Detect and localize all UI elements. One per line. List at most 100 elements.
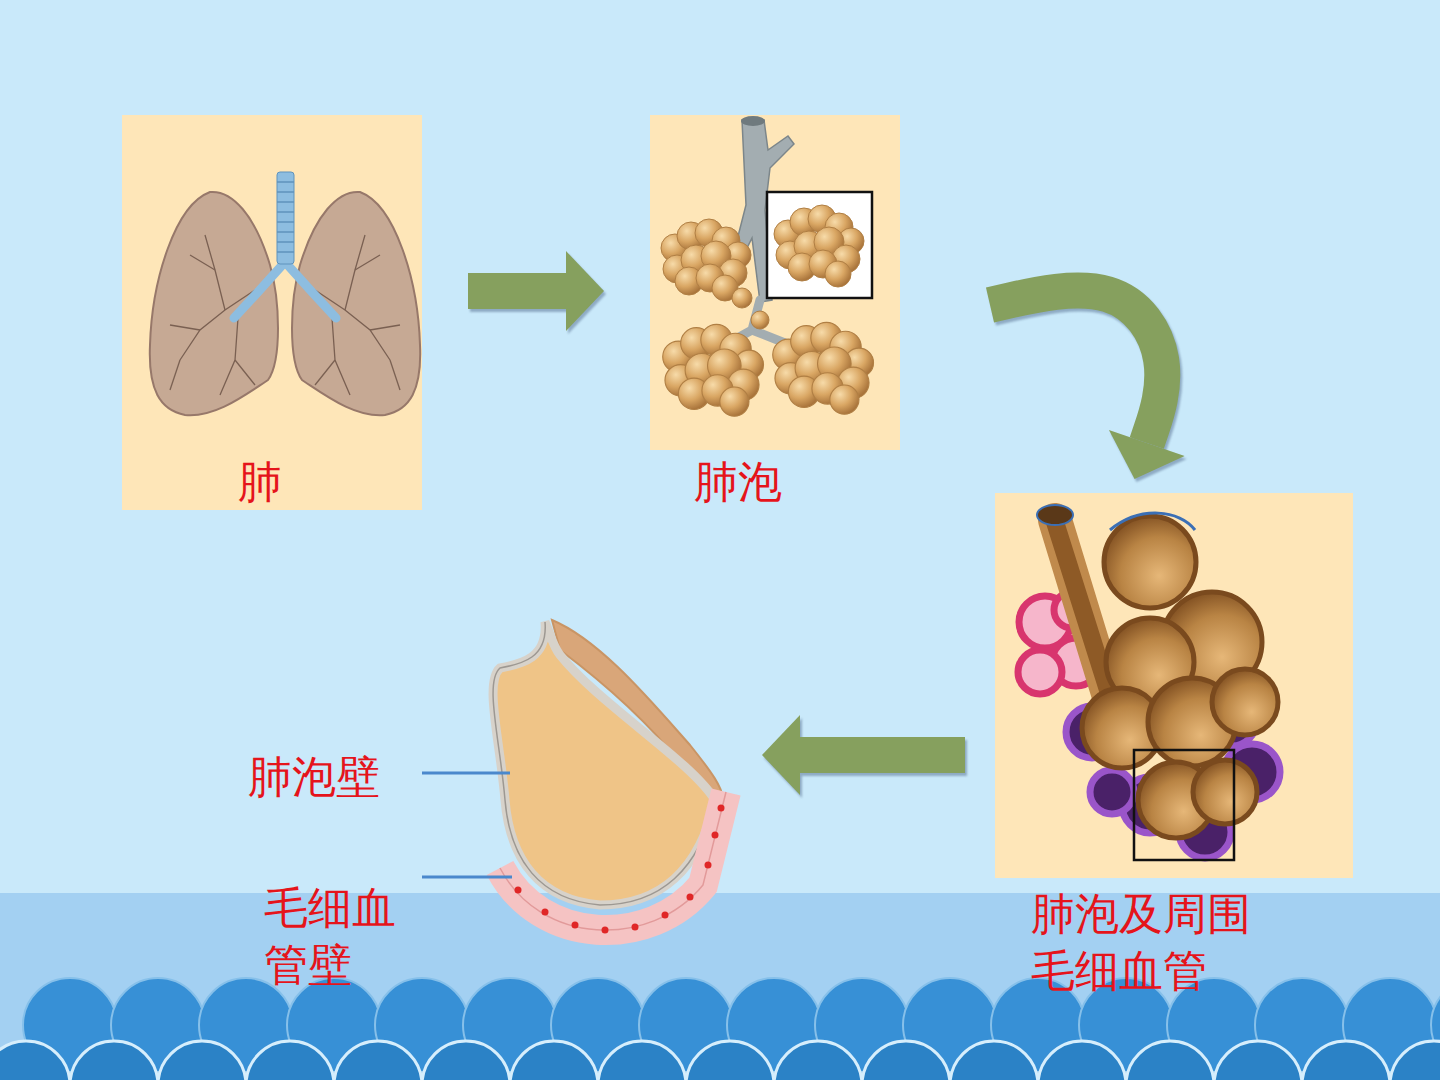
lung-illustration [277,181,294,183]
alveolus-section-illustration [572,922,579,929]
scallop-lower-row [422,1041,510,1080]
alveolus-section-illustration [662,912,669,919]
alveolus-section-illustration [500,792,726,930]
part-label: 毛细血 管壁 [264,879,414,993]
lung-illustration [370,325,400,330]
scallop-lower-row [1302,1041,1390,1080]
lung-illustration [315,360,335,385]
lung-illustration [150,172,420,415]
scallop-lower-row [246,1041,334,1080]
flow-arrow [468,273,566,309]
alveolar-sac-illustration [1212,669,1278,735]
leader-line [422,876,512,879]
alveolus-section-illustration [687,894,694,901]
lung-illustration [277,231,294,233]
leader-line [422,772,510,775]
alveolar-sac-illustration [1055,520,1110,700]
flow-arrow [800,737,965,773]
scallop-lower-row [70,1041,158,1080]
scallop-lower-row [1126,1041,1214,1080]
lung-illustration [355,255,380,270]
alveoli-illustration [767,192,872,298]
part-label: 肺泡壁 [248,748,408,805]
scallop-lower-row [510,1041,598,1080]
alveolus-section-illustration [493,622,715,905]
alveolar-sac-illustration [1110,513,1195,530]
lung-illustration [277,251,294,253]
alveolar-sac-illustration [1090,770,1134,814]
lung-illustration [315,290,390,360]
alveolus-section-illustration [632,924,639,931]
panel-ground [122,115,422,510]
panel-caption: 肺泡及周围 毛细血管 [1031,885,1281,999]
alveolus-section-illustration [515,805,725,934]
lung-illustration [277,241,294,243]
scallop-lower-row [1214,1041,1302,1080]
alveolar-sac-illustration [1104,516,1196,608]
alveoli-illustration [661,116,874,416]
flow-arrow [990,290,1162,443]
scallop-lower-row [950,1041,1038,1080]
panel-ground [995,493,1353,878]
lung-illustration [345,235,365,310]
scallop-lower-row [686,1041,774,1080]
alveolar-sac-illustration [1018,650,1062,694]
alveolus-section-illustration [602,927,609,934]
scallop-lower-row [0,1041,1440,1080]
alveolus-section-illustration [515,887,522,894]
alveolus-section-illustration [542,909,549,916]
scallop-lower-row [0,1041,70,1080]
alveoli-illustration [732,288,752,308]
lung-illustration [277,191,294,193]
alveolus-section-illustration [705,862,712,869]
lung-illustration [190,255,215,270]
alveoli-illustration [767,192,872,298]
alveolar-sac-illustration [1193,760,1257,824]
scallop-lower-row [598,1041,686,1080]
lung-illustration [277,201,294,203]
lung-illustration [292,192,420,415]
alveolar-sac-illustration [1134,750,1234,860]
alveoli-illustration [741,116,765,126]
scallop-lower-row [158,1041,246,1080]
lung-illustration [205,235,225,310]
lung-illustration [390,360,400,390]
lung-illustration [170,360,180,390]
lung-illustration [180,290,255,360]
alveolus-section-illustration [493,622,715,905]
alveolus-section-illustration [718,805,725,812]
alveoli-illustration [774,205,864,287]
panel-ground [650,115,900,450]
scallop-lower-row [334,1041,422,1080]
alveolus-section: 肺泡壁毛细血 管壁 [240,610,750,998]
alveoli-panel: 肺泡 [650,115,900,515]
lung-illustration [234,262,285,318]
panel-caption: 肺泡 [694,453,824,510]
lung-illustration [277,211,294,213]
panel-caption: 肺 [238,453,318,510]
scallop-lower-row [774,1041,862,1080]
lung-illustration [170,325,200,330]
alveoli-illustration [773,322,874,414]
lung-illustration [220,318,238,395]
leader-line [422,773,512,877]
lung-illustration [332,318,350,395]
alveoli-capillary-panel: 肺泡及周围 毛细血管 [995,493,1353,1011]
alveoli-illustration [663,324,764,416]
lung-illustration [277,172,294,264]
alveolar-sac-illustration [1055,522,1108,690]
alveolar-sac-illustration [1082,516,1278,838]
alveolar-sac-illustration [1018,505,1280,860]
alveolus-section-illustration [500,792,726,930]
scallop-lower-row [1390,1041,1440,1080]
alveolus-section-illustration [712,832,719,839]
alveolus-section-illustration [493,620,726,934]
alveolar-sac-illustration [1037,505,1073,525]
lung-illustration [277,182,294,252]
lung-illustration [235,360,255,385]
alveoli-illustration [751,311,769,329]
lung-illustration [277,221,294,223]
lung-illustration [150,192,278,415]
